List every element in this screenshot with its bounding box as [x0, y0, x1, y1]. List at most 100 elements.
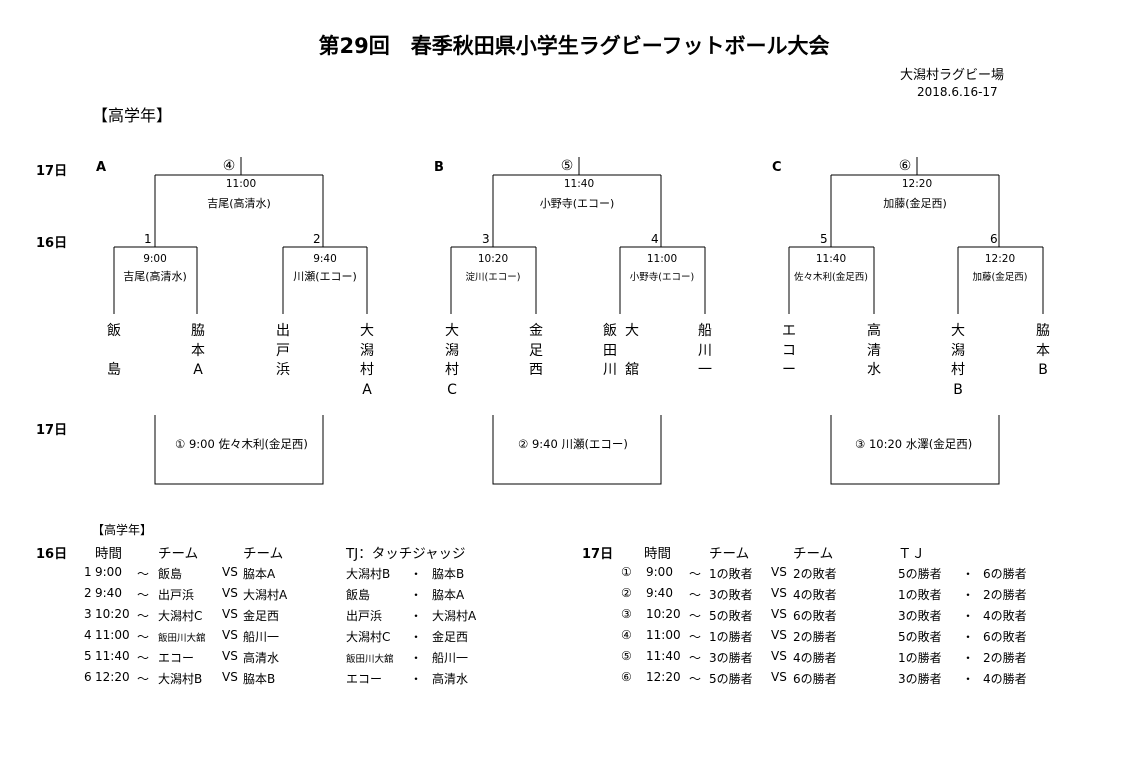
schedule17-row-vs: VS — [771, 607, 787, 621]
schedule17-row-tj1: 1の勝者 — [898, 651, 942, 665]
match-no-1: 1 — [144, 232, 152, 246]
match3-ref: 淀川(エコー) — [465, 272, 521, 283]
schedule17-row-dot: ・ — [962, 588, 975, 602]
schedule16-row-time: 9:00 — [95, 565, 122, 579]
schedule16-row-team1: 飯島 — [158, 567, 183, 581]
schedule17-team1-header: チーム — [709, 546, 750, 562]
schedule16-row-tj1: 大潟村B — [346, 567, 391, 581]
schedule16-row-tj2: 高清水 — [432, 672, 469, 686]
schedule16-row-time: 12:20 — [95, 670, 130, 684]
schedule16-row-team2: 船川一 — [243, 630, 280, 644]
final-no-c: ⑥ — [898, 158, 912, 174]
schedule17-team2-header: チーム — [793, 546, 834, 562]
schedule16-row-team1: 出戸浜 — [158, 588, 195, 602]
schedule16-row-vs: VS — [222, 628, 238, 642]
schedule16-row-team2: 脇本A — [243, 567, 276, 581]
schedule17-row-tilde: ～ — [689, 672, 702, 686]
final-no-a: ④ — [222, 158, 236, 174]
schedule16-row-no: 5 — [84, 649, 92, 663]
final-ref-c: 加藤(金足西) — [883, 197, 947, 210]
final-line-b — [492, 157, 662, 247]
schedule16-tj-header: TJ：タッチジャッジ — [346, 546, 466, 562]
day16-label: 16日 — [36, 236, 68, 251]
schedule17-row-team1: 1の勝者 — [709, 630, 753, 644]
schedule17-row-no: ⑤ — [621, 649, 632, 663]
schedule16-row-tilde: ～ — [137, 609, 150, 623]
block-b-label: B — [434, 160, 444, 175]
schedule16-row-team1: エコー — [158, 651, 195, 665]
section-label: 【高学年】 — [92, 106, 173, 125]
schedule16-row-tj2: 脇本A — [432, 588, 465, 602]
schedule17-time-header: 時間 — [644, 546, 671, 562]
schedule16-row-tilde: ～ — [137, 567, 150, 581]
schedule17-row-tj1: 3の敗者 — [898, 609, 942, 623]
schedule17-row-tilde: ～ — [689, 609, 702, 623]
schedule17-row-tj2: 2の勝者 — [983, 651, 1027, 665]
match5-line — [788, 246, 875, 314]
match1-line — [113, 246, 198, 314]
match4-ref: 小野寺(エコー) — [629, 272, 695, 283]
final-time-a: 11:00 — [225, 178, 257, 190]
schedule16-row-no: 2 — [84, 586, 92, 600]
schedule17-row-no: ③ — [621, 607, 632, 621]
schedule16-row-tj2: 脇本B — [432, 567, 465, 581]
match4-line — [619, 246, 706, 314]
schedule17-row-tj1: 5の勝者 — [898, 567, 942, 581]
schedule17-row-team1: 3の敗者 — [709, 588, 753, 602]
schedule16-row-time: 10:20 — [95, 607, 130, 621]
schedule16-row-vs: VS — [222, 565, 238, 579]
schedule16-row-no: 4 — [84, 628, 92, 642]
schedule17-row-tj2: 6の勝者 — [983, 567, 1027, 581]
match3-line — [450, 246, 537, 314]
schedule17-row-vs: VS — [771, 649, 787, 663]
final-ref-b: 小野寺(エコー) — [539, 197, 615, 210]
schedule16-row-tj1: 出戸浜 — [346, 609, 383, 623]
schedule16-row-time: 9:40 — [95, 586, 122, 600]
schedule17-row-vs: VS — [771, 586, 787, 600]
schedule16-team2-header: チーム — [243, 546, 284, 562]
match-no-2: 2 — [313, 232, 321, 246]
final-no-b: ⑤ — [560, 158, 574, 174]
match6-line — [957, 246, 1044, 314]
schedule16-row-tj2: 船川一 — [432, 651, 469, 665]
third-place-b: ② 9:40 川瀬(エコー) — [518, 437, 628, 451]
schedule17-row-team1: 1の敗者 — [709, 567, 753, 581]
schedule17-row-no: ④ — [621, 628, 632, 642]
page-title: 第29回 春季秋田県小学生ラグビーフットボール大会 — [318, 34, 830, 58]
schedule17-row-tj2: 4の勝者 — [983, 672, 1027, 686]
event-date: 2018.6.16-17 — [917, 85, 998, 99]
block-a-label: A — [96, 160, 107, 175]
match3-time: 10:20 — [477, 253, 509, 265]
schedule17-tj-header: ＴＪ — [898, 546, 925, 562]
schedule17-row-no: ① — [621, 565, 632, 579]
match-no-5: 5 — [820, 232, 828, 246]
schedule17-row-tj2: 6の敗者 — [983, 630, 1027, 644]
schedule17-day: 17日 — [582, 547, 614, 562]
schedule16-row-tj1: 大潟村C — [346, 630, 391, 644]
schedule16-row-tj1: エコー — [346, 672, 383, 686]
match6-time: 12:20 — [984, 253, 1016, 265]
venue: 大潟村ラグビー場 — [900, 68, 1005, 83]
schedule16-time-header: 時間 — [95, 546, 122, 562]
schedule16-row-dot: ・ — [410, 567, 423, 581]
schedule16-row-tj2: 金足西 — [432, 630, 469, 644]
third-line-a — [154, 415, 324, 485]
team-funakawa-ichi: 船川一 — [698, 323, 712, 378]
team-odate: 大 舘 — [625, 323, 639, 378]
final-time-b: 11:40 — [563, 178, 595, 190]
schedule16-row-dot: ・ — [410, 609, 423, 623]
schedule17-row-no: ② — [621, 586, 632, 600]
schedule17-row-vs: VS — [771, 670, 787, 684]
schedule16-row-tilde: ～ — [137, 588, 150, 602]
schedule16-row-team2: 金足西 — [243, 609, 280, 623]
schedule16-row-dot: ・ — [410, 651, 423, 665]
final-line-c — [830, 157, 1000, 247]
match2-ref: 川瀬(エコー) — [293, 270, 357, 283]
schedule17-row-tj1: 5の敗者 — [898, 630, 942, 644]
match4-time: 11:00 — [646, 253, 678, 265]
schedule17-row-no: ⑥ — [621, 670, 632, 684]
